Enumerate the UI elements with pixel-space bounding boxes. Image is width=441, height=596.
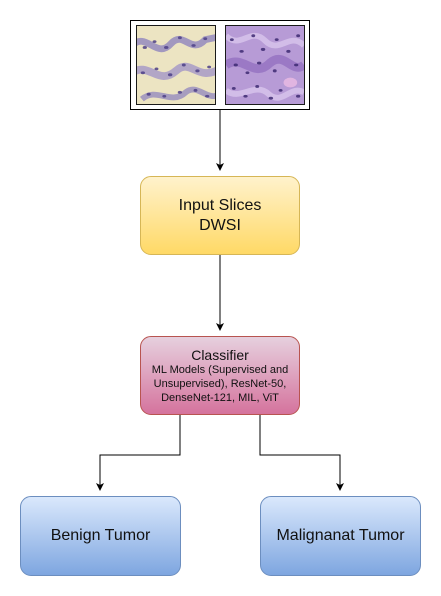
malignant-tumor-box: Malignanat Tumor — [260, 496, 421, 576]
benign-tumor-label: Benign Tumor — [50, 527, 151, 544]
arrow-classifier-to-benign — [96, 415, 181, 491]
classifier-title: Classifier — [191, 346, 249, 363]
input-slices-box: Input Slices DWSI — [140, 176, 300, 255]
classifier-box: Classifier ML Models (Supervised and Uns… — [140, 336, 300, 415]
malignant-tumor-label: Malignanat Tumor — [276, 527, 405, 544]
histology-image-left — [136, 25, 216, 105]
histology-image-right — [225, 25, 305, 105]
arrow-classifier-to-malignant — [259, 415, 344, 491]
input-image-panel — [130, 20, 310, 110]
benign-tumor-box: Benign Tumor — [20, 496, 181, 576]
input-slices-label: Input Slices — [178, 196, 262, 214]
input-slices-sublabel: DWSI — [199, 216, 241, 234]
classifier-models: ML Models (Supervised and Unsupervised),… — [151, 363, 289, 404]
